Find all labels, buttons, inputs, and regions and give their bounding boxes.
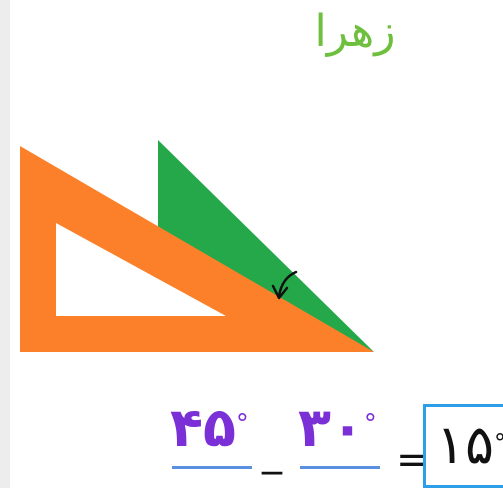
curved-arrow-icon: [271, 270, 298, 300]
answer-value: ۱۵: [436, 413, 495, 476]
student-name: زهرا: [314, 6, 396, 57]
second-angle-underline: [300, 466, 380, 469]
first-angle-degree: °: [235, 409, 249, 439]
second-angle-degree: °: [363, 409, 377, 439]
first-angle-underline: [172, 466, 252, 469]
minus-sign: _: [262, 429, 282, 475]
first-angle: ۴۵°: [170, 398, 249, 458]
answer: ۱۵°: [436, 415, 503, 475]
answer-degree: °: [494, 429, 503, 457]
answer-box: ۱۵°: [423, 404, 503, 488]
second-angle-value: ۳۰: [298, 396, 364, 459]
second-angle: ۳۰°: [298, 398, 377, 458]
orange-set-square-hole: [56, 223, 226, 316]
left-margin-rule: [0, 0, 10, 488]
first-angle-value: ۴۵: [170, 396, 236, 459]
